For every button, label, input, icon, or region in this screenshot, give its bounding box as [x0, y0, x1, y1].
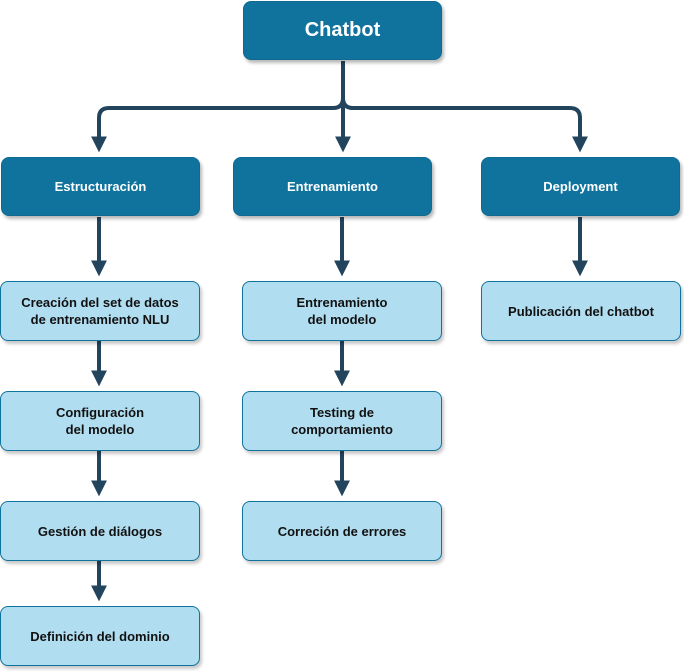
category-estructuracion: Estructuración: [1, 157, 200, 216]
root-node-chatbot: Chatbot: [243, 1, 442, 60]
step-publicacion-chatbot: Publicación del chatbot: [481, 281, 681, 341]
step-gestion-dialogos: Gestión de diálogos: [0, 501, 200, 561]
category-entrenamiento: Entrenamiento: [233, 157, 432, 216]
category-deployment: Deployment: [481, 157, 680, 216]
connector-root-estructuracion: [91, 61, 345, 153]
step-correcion-errores: Correción de errores: [242, 501, 442, 561]
step-testing-comportamiento: Testing de comportamiento: [242, 391, 442, 451]
step-definicion-dominio: Definición del dominio: [0, 606, 200, 666]
step-entrenamiento-modelo: Entrenamiento del modelo: [242, 281, 442, 341]
step-configuracion-modelo: Configuración del modelo: [0, 391, 200, 451]
step-creacion-set-datos: Creación del set de datos de entrenamien…: [0, 281, 200, 341]
connector-root-deployment: [341, 97, 588, 153]
